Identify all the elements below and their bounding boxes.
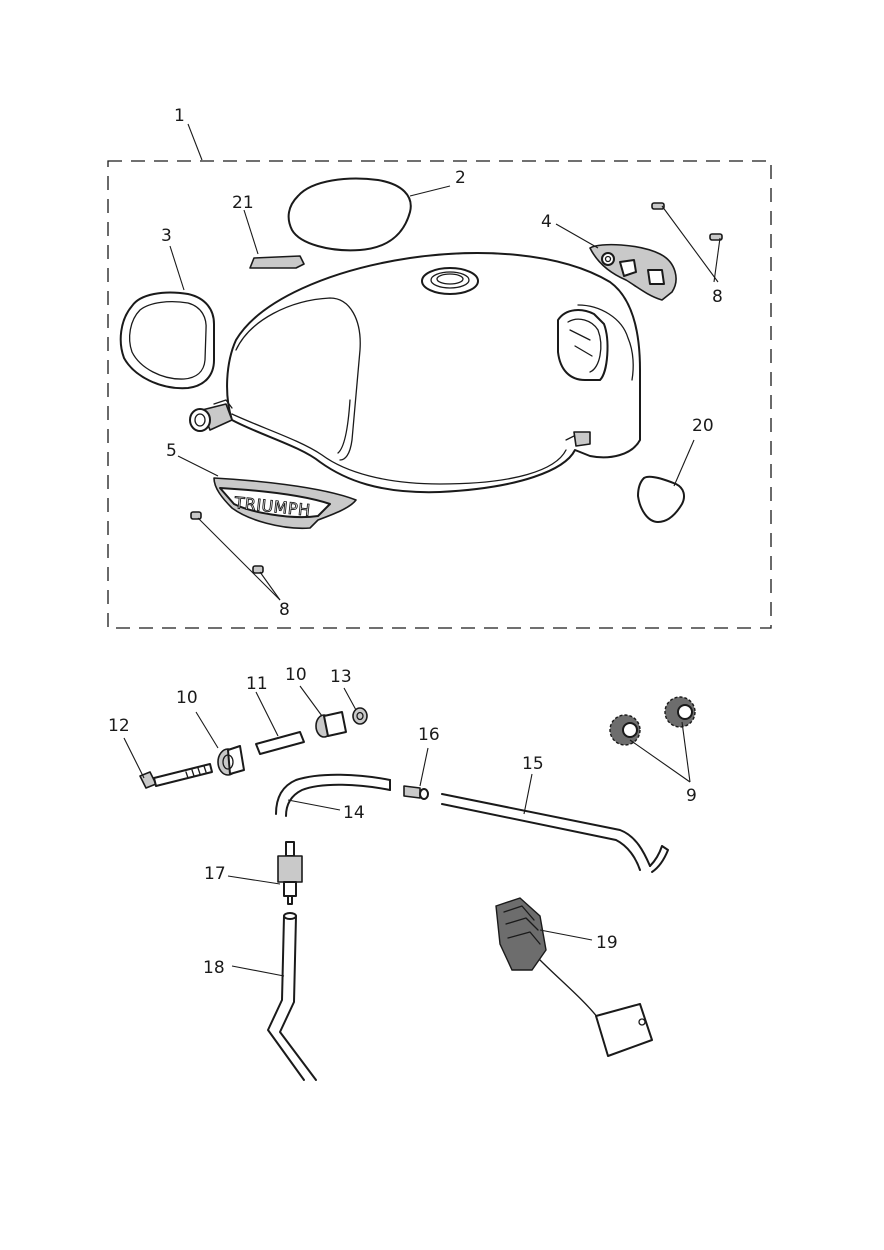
rear-bracket <box>589 243 677 301</box>
decal-label <box>249 255 305 269</box>
fuel-pump-sender <box>495 897 653 1057</box>
callout-18: 18 <box>203 958 225 978</box>
callout-2: 2 <box>455 168 466 188</box>
screw-top-b <box>709 233 723 241</box>
breather-hose <box>275 773 391 817</box>
callout-21: 21 <box>232 193 254 213</box>
callouts: 1 2 3 4 5 8 8 9 10 10 11 12 13 14 15 16 … <box>108 106 723 978</box>
callout-10b: 10 <box>285 665 307 685</box>
callout-3: 3 <box>161 226 172 246</box>
callout-10a: 10 <box>176 688 198 708</box>
callout-20: 20 <box>692 416 714 436</box>
callout-16: 16 <box>418 725 440 745</box>
callout-1: 1 <box>174 106 185 126</box>
assembly-boundary <box>107 160 772 629</box>
protective-pad <box>637 475 685 523</box>
mounting-bolt <box>139 763 213 789</box>
drain-hose <box>441 793 651 871</box>
knee-pad-upper <box>287 177 412 252</box>
grommet-left <box>217 745 245 776</box>
callout-4: 4 <box>541 212 552 232</box>
screw-bottom-a <box>190 511 202 520</box>
gear-left <box>609 714 641 746</box>
callout-15: 15 <box>522 754 544 774</box>
callout-13: 13 <box>330 667 352 687</box>
callout-12: 12 <box>108 716 130 736</box>
screw-top-a <box>651 202 665 210</box>
callout-8b: 8 <box>279 600 290 620</box>
flange-nut <box>352 707 368 725</box>
spacer-sleeve <box>255 731 305 755</box>
grommet-right <box>315 711 347 738</box>
callout-17: 17 <box>204 864 226 884</box>
hose-connector <box>403 785 429 800</box>
fuel-hose <box>267 915 317 1081</box>
fuel-tank <box>189 252 641 494</box>
tank-badge: TRIUMPH <box>213 477 357 530</box>
leader-lines <box>123 123 721 977</box>
callout-14: 14 <box>343 803 365 823</box>
gear-right <box>664 696 696 728</box>
callout-9: 9 <box>686 786 697 806</box>
callout-11: 11 <box>246 674 268 694</box>
callout-5: 5 <box>166 441 177 461</box>
screw-bottom-b <box>252 565 264 574</box>
knee-pad-side <box>119 291 215 390</box>
fuel-filter <box>277 841 303 905</box>
callout-8a: 8 <box>712 287 723 307</box>
callout-19: 19 <box>596 933 618 953</box>
